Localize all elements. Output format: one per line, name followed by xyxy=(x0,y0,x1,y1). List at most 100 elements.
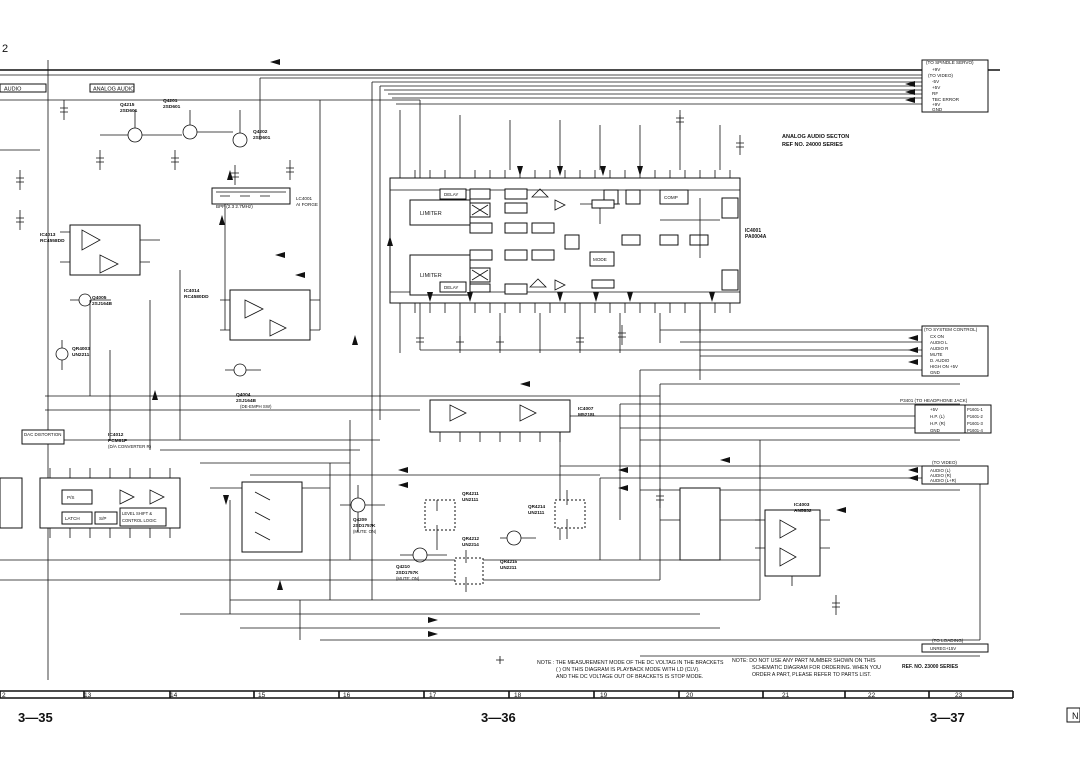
page-number-right: 3—37 xyxy=(930,710,965,725)
ic4013-block: IC4013 RC4558DD xyxy=(40,224,160,276)
ic4003-block: IC4003 AN5832 xyxy=(755,502,830,586)
connector-hp-pin-3: H.P. (R) xyxy=(930,421,946,426)
connector-headphone: P3401 (TO HEADPHONE JACK) +5V H.P. (L) H… xyxy=(900,398,992,434)
connector-spindle-pin-1: +9V xyxy=(932,67,941,72)
connector-spindle-servo: (TO SPINDLE SERVO) +9V (TO VIDEO) -5V +5… xyxy=(905,59,989,113)
note-line-6: ORDER A PART, PLEASE REFER TO PARTS LIST… xyxy=(752,672,871,678)
ruler-cell-label: 13 xyxy=(84,692,92,699)
q4210-ref: Q4210 xyxy=(396,564,410,569)
notes-block: NOTE : THE MEASUREMENT MODE OF THE DC VO… xyxy=(537,658,959,680)
connector-spindle-pin-2: (TO VIDEO) xyxy=(928,73,953,78)
ic4007-part: M5218L xyxy=(578,412,596,418)
section-title: ANALOG AUDIO SECTON xyxy=(782,134,849,140)
lc4001-ref: LC4001 xyxy=(296,196,313,201)
connector-sysctl-title: (TO SYSTEM CONTROL) xyxy=(924,327,978,332)
q4004-ref: Q4004 xyxy=(236,392,251,398)
ruler-cell-label: 20 xyxy=(686,692,694,699)
connector-hp-id-3: P1601-3 xyxy=(967,421,984,426)
q4215-part: 2SD601 xyxy=(120,108,138,114)
connector-hp-id-1: P1601-1 xyxy=(967,407,984,412)
connector-hp-pin-1: +5V xyxy=(930,407,938,412)
connector-video: (TO VIDEO) AUDIO (L) AUDIO (R) AUDIO (L+… xyxy=(908,460,989,485)
analog-audio-label: ANALOG AUDIO xyxy=(93,87,135,93)
ruler-cell-label: 19 xyxy=(600,692,608,699)
supply-rails xyxy=(0,60,1000,680)
note-ref-no: REF. NO. 23000 SERIES xyxy=(902,664,959,670)
section-ref-no: REF NO. 24000 SERIES xyxy=(782,142,843,148)
q4005-ref: Q4005 xyxy=(92,295,107,301)
qr4215-part: UN2211 xyxy=(500,565,517,570)
rf-amp-transistors: Q4215 2SD601 Q4201 2SD601 Q4202 2SD601 xyxy=(100,98,271,148)
mute-transistors-center: Q4209 2SD1757K (MUTE: ON) Q4210 2SD1757K… xyxy=(340,485,586,592)
ic4001-block: LIMITER DELAY LIMITER DELAY MODE COMP xyxy=(389,166,767,304)
ic4012-level-shift-label: LEVEL SHIFT & xyxy=(122,511,152,516)
connector-hp-id-4: P1601-4 xyxy=(967,428,984,433)
ic4012-sp-label: S/P xyxy=(99,516,106,521)
connector-sysctl-pin-4: MUTE xyxy=(930,352,943,357)
connector-sysctl-pin-2: AUDIO L xyxy=(930,340,948,345)
note-line-3: AND THE DC VOLTAGE OUT OF BRACKETS IS ST… xyxy=(556,674,703,680)
q4210-part: 2SD1757K xyxy=(396,570,419,575)
switch-contacts xyxy=(254,491,271,541)
mode-switch xyxy=(241,481,303,553)
page-number-left: 3—35 xyxy=(18,710,53,725)
ic4001-mode-label: MODE xyxy=(593,257,607,262)
ruler-cell-label: 23 xyxy=(955,692,963,699)
dac-distortion-label-1: DAC DISTORTION xyxy=(24,432,61,437)
qr4215-ref: QR4215 xyxy=(500,559,518,564)
ic4014-part: RC4580DD xyxy=(184,294,209,300)
q4209-desc: (MUTE: ON) xyxy=(353,529,377,534)
connector-video-pin-1: AUDIO (L) xyxy=(930,468,951,473)
ic4001-part: PA0004A xyxy=(745,234,767,240)
q4201-part: 2SD601 xyxy=(163,104,181,110)
left-edge-ic xyxy=(0,477,23,529)
connector-sysctl-pin-6: HIGH ON +5V xyxy=(930,364,958,369)
ruler-cell-label: 17 xyxy=(429,692,437,699)
note-line-2: ( ) ON THIS DIAGRAM IS PLAYBACK MODE WIT… xyxy=(556,667,700,673)
connector-sysctl-pin-7: GND xyxy=(930,370,940,375)
connector-spindle-pin-3: -5V xyxy=(932,79,940,84)
ic4014-ref: IC4014 xyxy=(184,288,200,294)
ic4007-block: IC4007 M5218L xyxy=(429,399,596,442)
passive-components xyxy=(16,100,840,664)
audio-tab-box xyxy=(0,83,47,93)
q4202-ref: Q4202 xyxy=(253,129,268,135)
connector-spindle-pin-6: TBC ERROR xyxy=(932,97,960,102)
ic4001-limiter-2: LIMITER xyxy=(420,273,442,279)
ic4012-control-logic-label: CONTROL LOGIC xyxy=(122,518,157,523)
signal-arrows xyxy=(152,59,846,637)
ic4012-desc: (D/A CONVERTER R) xyxy=(108,444,152,449)
q4004-part: 2SJ164B xyxy=(236,398,257,404)
connector-spindle-pin-4: +5V xyxy=(932,85,941,90)
ruler-cell-label: 14 xyxy=(170,692,178,699)
connector-sysctl-pin-5: D. AUDIO xyxy=(930,358,950,363)
ic4001-delay-1: DELAY xyxy=(444,192,458,197)
q4210-desc: (MUTE: ON) xyxy=(396,576,420,581)
ic4003-ref: IC4003 xyxy=(794,502,810,508)
note-line-4: NOTE: DO NOT USE ANY PART NUMBER SHOWN O… xyxy=(732,658,876,664)
q4004-desc: (DE-EMPH SW) xyxy=(240,404,272,409)
ruler-cell-label: 16 xyxy=(343,692,351,699)
note-line-1: NOTE : THE MEASUREMENT MODE OF THE DC VO… xyxy=(537,660,724,666)
qr4003-part: UN2211 xyxy=(72,352,90,358)
q4209-part: 2SD1757K xyxy=(353,523,376,528)
ruler-cell-label: 2 xyxy=(2,692,6,699)
qr4211-ref: QR4211 xyxy=(462,491,479,496)
mute-transistors-left: Q4005 2SJ164B QR4003 UN2211 Q4004 2SJ164… xyxy=(55,293,272,409)
ic4001-comp-label: COMP xyxy=(664,195,678,200)
connector-system-control: (TO SYSTEM CONTROL) CX ON AUDIO L AUDIO … xyxy=(908,325,989,377)
ruler-cell-label: 21 xyxy=(782,692,790,699)
ruler-cell-label: 22 xyxy=(868,692,876,699)
ruler-cell-label: 15 xyxy=(258,692,266,699)
dac-distortion-box xyxy=(21,429,65,445)
q4202-part: 2SD601 xyxy=(253,135,271,141)
ic4003-part: AN5832 xyxy=(794,508,812,514)
connector-video-pin-3: AUDIO (L+R) xyxy=(930,478,957,483)
connector-loading: (TO LOADING) UNREG+15V xyxy=(921,638,989,653)
connector-spindle-pin-8: GND xyxy=(932,107,943,112)
ic4012-part: PCM61P xyxy=(108,438,128,444)
ruler-cell-label: 18 xyxy=(514,692,522,699)
ic4012-ps-label: P/S xyxy=(67,495,74,500)
q4209-ref: Q4209 xyxy=(353,517,367,522)
